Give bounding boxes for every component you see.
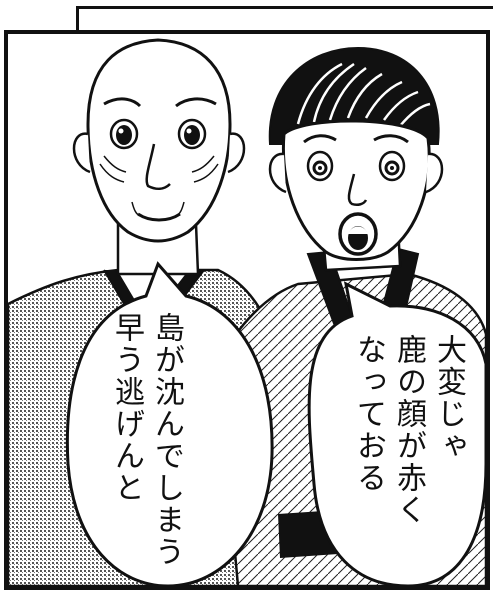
left-bubble-line-1: 島が沈んでしまう — [149, 312, 184, 568]
left-speech-bubble — [65, 261, 274, 586]
left-bubble-text: 島が沈んでしまう 早う逃げんと — [106, 312, 186, 586]
right-bubble-line-3: なっておる — [351, 334, 386, 494]
panel-artwork — [8, 38, 486, 586]
previous-panel-edge — [76, 6, 493, 34]
right-bubble-text: 大変じゃ 鹿の顔が赤く なっておる — [348, 334, 468, 584]
right-speech-bubble — [307, 281, 486, 586]
manga-panel: 島が沈んでしまう 早う逃げんと 大変じゃ 鹿の顔が赤く なっておる — [4, 30, 490, 590]
left-bubble-line-2: 早う逃げんと — [109, 312, 144, 504]
right-bubble-line-1: 大変じゃ — [431, 334, 466, 462]
right-bubble-line-2: 鹿の顔が赤く — [391, 334, 426, 526]
